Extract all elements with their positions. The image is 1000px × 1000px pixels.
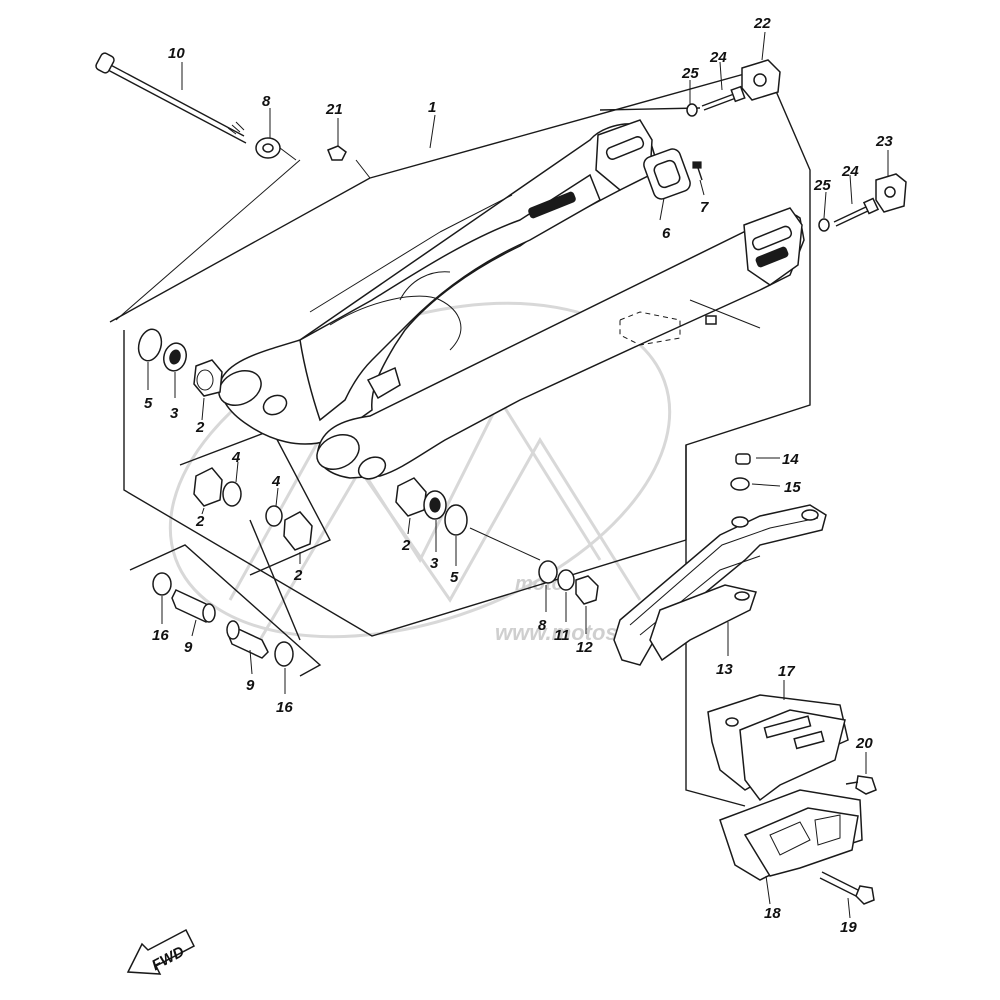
label-25: 25	[813, 177, 831, 194]
label-17: 17	[778, 663, 795, 680]
label-10: 10	[168, 45, 185, 62]
label-13: 13	[716, 661, 733, 678]
label-4: 4	[231, 449, 241, 466]
label-2: 2	[195, 419, 205, 436]
swingarm	[218, 119, 805, 480]
chain-guide-bracket	[707, 694, 863, 881]
label-12: 12	[576, 639, 593, 656]
label-14: 14	[782, 451, 799, 468]
label-11: 11	[554, 627, 570, 644]
label-3: 3	[430, 555, 439, 572]
label-2: 2	[195, 513, 205, 530]
label-8: 8	[262, 93, 271, 110]
label-6: 6	[662, 225, 671, 242]
label-23: 23	[875, 133, 893, 150]
label-19: 19	[840, 919, 857, 936]
label-9: 9	[184, 639, 193, 656]
label-5: 5	[144, 395, 153, 412]
label-16: 16	[276, 699, 293, 716]
fwd-arrow: FWD	[126, 928, 195, 975]
label-4: 4	[271, 473, 281, 490]
label-24: 24	[709, 49, 727, 66]
label-2: 2	[401, 537, 411, 554]
label-25: 25	[681, 65, 699, 82]
label-16: 16	[152, 627, 169, 644]
label-3: 3	[170, 405, 179, 422]
chain-guide	[613, 504, 827, 666]
label-9: 9	[246, 677, 255, 694]
label-1: 1	[428, 99, 436, 116]
label-7: 7	[700, 199, 709, 216]
label-2: 2	[293, 567, 303, 584]
label-8: 8	[538, 617, 547, 634]
label-18: 18	[764, 905, 781, 922]
hardware	[95, 52, 907, 905]
assembly-box	[109, 67, 811, 807]
label-21: 21	[325, 101, 343, 118]
label-15: 15	[784, 479, 801, 496]
label-5: 5	[450, 569, 459, 586]
label-20: 20	[855, 735, 873, 752]
label-24: 24	[841, 163, 859, 180]
leader-lines	[147, 31, 889, 919]
callout-labels: 1 2 2 2 2 3 3 4 4 5 5 6 7 8 8 9 9 10 11 …	[144, 15, 893, 936]
label-22: 22	[753, 15, 771, 32]
